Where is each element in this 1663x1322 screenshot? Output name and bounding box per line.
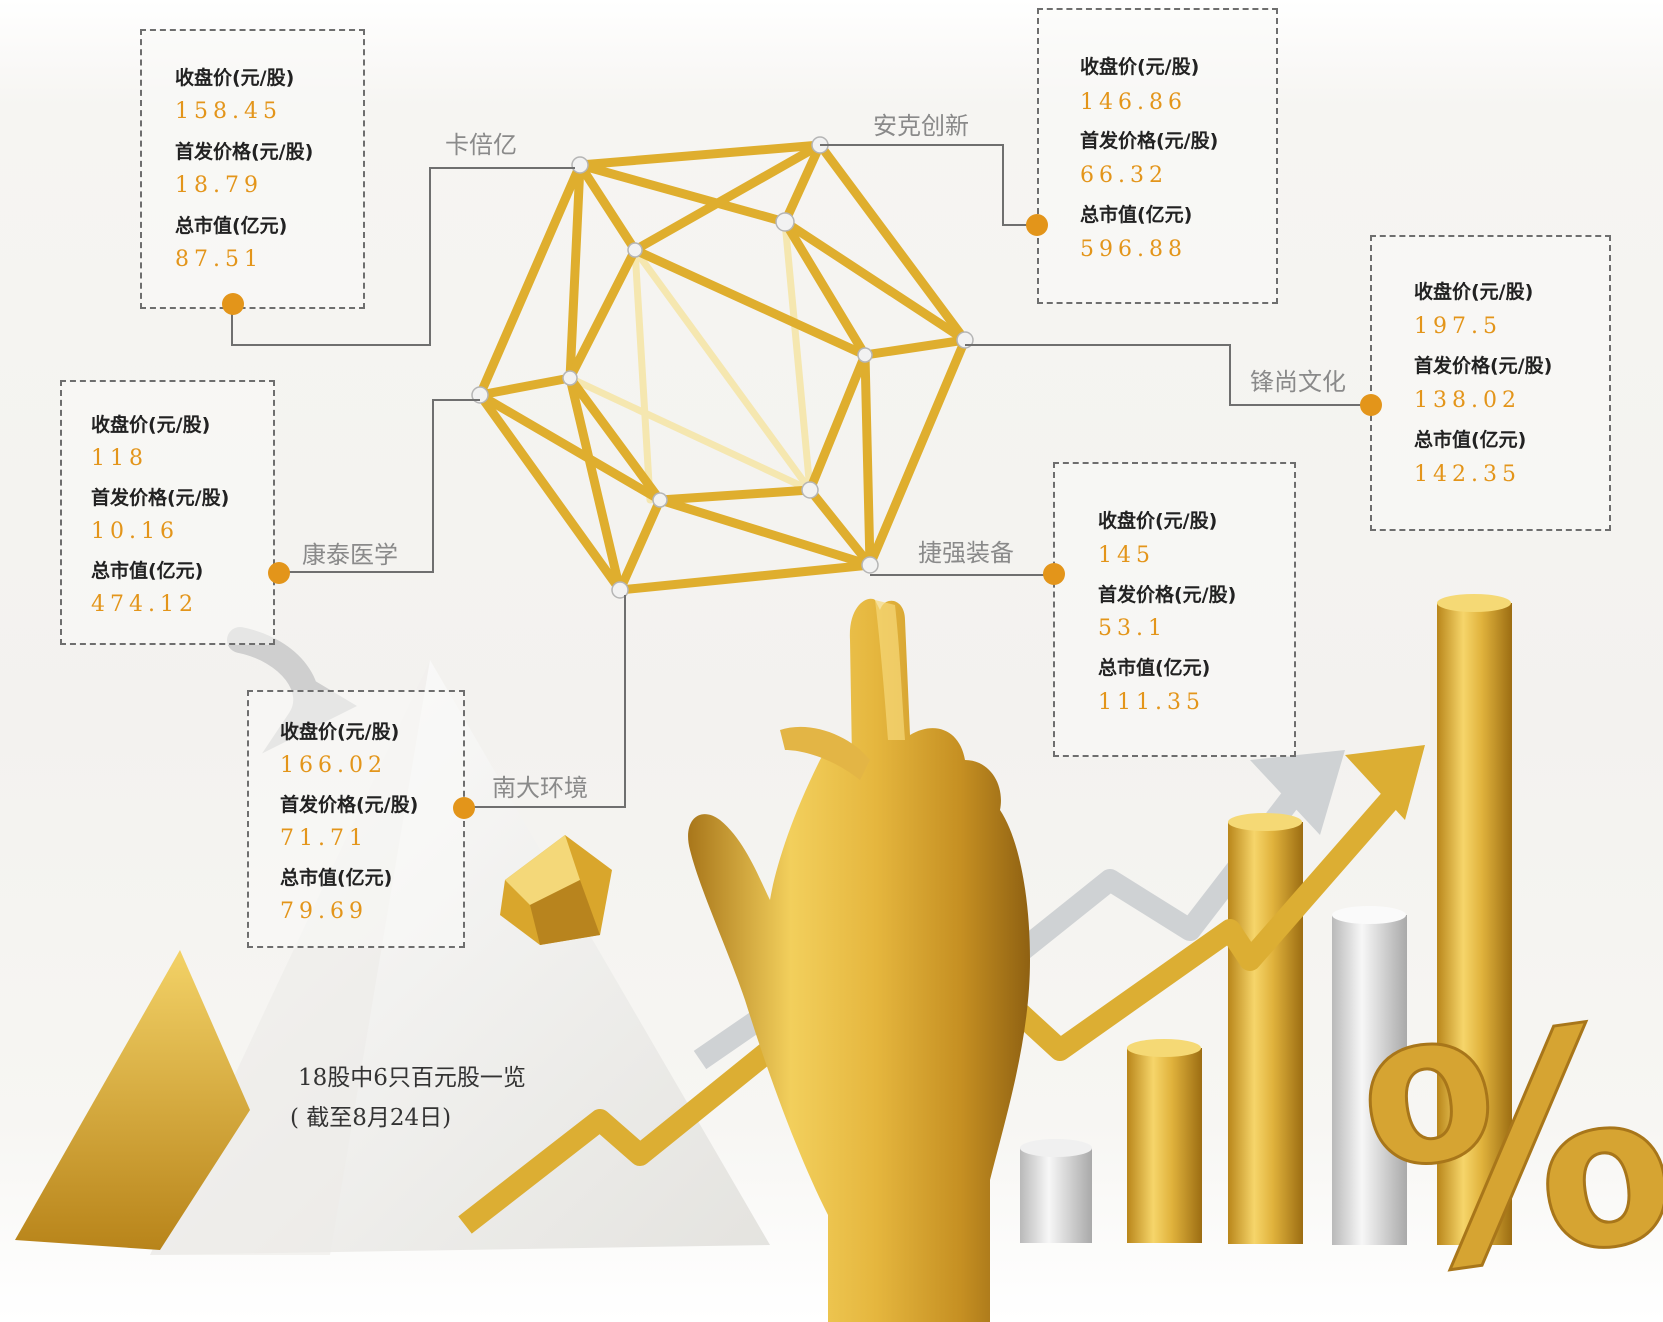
icosahedron-illustration: [471, 136, 974, 599]
market-cap-value: 111.35: [1098, 690, 1205, 715]
market-cap-value: 474.12: [91, 592, 198, 617]
close-price-value: 197.5: [1414, 314, 1502, 339]
close-price-label: 收盘价(元/股): [280, 721, 400, 743]
company-name-nanda: 南大环境: [492, 774, 588, 802]
caption-title: 18股中6只百元股一览: [298, 1065, 526, 1091]
stock-card-jieqiang: 收盘价(元/股) 145 首发价格(元/股) 53.1 总市值(亿元) 111.…: [1053, 462, 1296, 757]
ipo-price-label: 首发价格(元/股): [1098, 584, 1237, 606]
close-price-value: 166.02: [280, 753, 387, 778]
bar-cylinders: [1020, 594, 1512, 1245]
close-price-label: 收盘价(元/股): [1080, 56, 1200, 78]
market-cap-label: 总市值(亿元): [175, 215, 288, 237]
golden-hand-illustration: [688, 598, 1030, 1322]
gold-arrow-head: [1345, 745, 1425, 820]
connector-anker: [820, 144, 1037, 226]
gold-wedge: [15, 950, 250, 1250]
market-cap-value: 87.51: [175, 247, 263, 272]
connector-nanda: [465, 595, 626, 808]
close-price-value: 145: [1098, 543, 1155, 568]
connector-kangtai: [280, 399, 480, 573]
caption-date: ( 截至8月24日): [290, 1105, 452, 1131]
ipo-price-value: 66.32: [1080, 163, 1168, 188]
cylinder-top: [1437, 594, 1511, 612]
cylinder-top: [1332, 906, 1406, 924]
ipo-price-value: 71.71: [280, 826, 368, 851]
market-cap-label: 总市值(亿元): [91, 560, 204, 582]
company-name-anker: 安克创新: [873, 112, 969, 140]
ipo-price-value: 10.16: [91, 519, 179, 544]
close-price-value: 158.45: [175, 99, 282, 124]
stock-card-kabeiyi: 收盘价(元/股) 158.45 首发价格(元/股) 18.79 总市值(亿元) …: [140, 29, 365, 309]
ipo-price-label: 首发价格(元/股): [1080, 130, 1219, 152]
company-name-kangtai: 康泰医学: [302, 541, 398, 569]
ipo-price-label: 首发价格(元/股): [91, 487, 230, 509]
marker-dot: [1026, 214, 1048, 236]
cylinder-top: [1127, 1039, 1201, 1057]
cylinder-top: [1020, 1139, 1092, 1157]
marker-dot: [222, 293, 244, 315]
market-cap-value: 596.88: [1080, 237, 1187, 262]
marker-dot: [453, 797, 475, 819]
ipo-price-label: 首发价格(元/股): [1414, 355, 1553, 377]
close-price-value: 146.86: [1080, 90, 1187, 115]
cylinder-top: [1228, 813, 1302, 831]
ipo-price-value: 53.1: [1098, 616, 1167, 641]
marker-dot: [1360, 394, 1382, 416]
close-price-label: 收盘价(元/股): [1098, 510, 1218, 532]
market-cap-label: 总市值(亿元): [1080, 204, 1193, 226]
market-cap-label: 总市值(亿元): [1098, 657, 1211, 679]
connector-lines: [231, 144, 1370, 808]
connector-fengshang: [965, 344, 1370, 406]
company-name-fengshang: 锋尚文化: [1250, 368, 1346, 396]
market-cap-value: 142.35: [1414, 462, 1521, 487]
close-price-label: 收盘价(元/股): [175, 67, 295, 89]
market-cap-label: 总市值(亿元): [280, 867, 393, 889]
cylinder-gold-mid: [1228, 822, 1303, 1244]
ipo-price-value: 18.79: [175, 173, 263, 198]
connector-kabeiyi: [231, 167, 575, 346]
ipo-price-label: 首发价格(元/股): [280, 794, 419, 816]
cylinder-gold-short: [1127, 1048, 1202, 1243]
stock-card-fengshang: 收盘价(元/股) 197.5 首发价格(元/股) 138.02 总市值(亿元) …: [1370, 235, 1611, 531]
marker-dot: [268, 562, 290, 584]
stock-card-anker: 收盘价(元/股) 146.86 首发价格(元/股) 66.32 总市值(亿元) …: [1037, 8, 1278, 304]
cylinder-gold-tall: [1437, 603, 1512, 1245]
market-cap-label: 总市值(亿元): [1414, 429, 1527, 451]
ipo-price-value: 138.02: [1414, 388, 1521, 413]
silver-arrow-head: [1250, 750, 1345, 835]
small-gold-polyhedron: [500, 835, 612, 945]
market-cap-value: 79.69: [280, 899, 368, 924]
marker-dot: [1043, 563, 1065, 585]
close-price-label: 收盘价(元/股): [1414, 281, 1534, 303]
percent-sign-icon: %: [1346, 958, 1663, 1322]
stock-card-nanda: 收盘价(元/股) 166.02 首发价格(元/股) 71.71 总市值(亿元) …: [247, 690, 465, 948]
close-price-value: 118: [91, 446, 148, 471]
company-name-kabeiyi: 卡倍亿: [445, 131, 517, 159]
stock-card-kangtai: 收盘价(元/股) 118 首发价格(元/股) 10.16 总市值(亿元) 474…: [60, 380, 275, 645]
ipo-price-label: 首发价格(元/股): [175, 141, 314, 163]
cylinder-silver-short: [1020, 1148, 1092, 1243]
close-price-label: 收盘价(元/股): [91, 414, 211, 436]
cylinder-silver-tall: [1332, 915, 1407, 1245]
company-name-jieqiang: 捷强装备: [918, 539, 1014, 567]
